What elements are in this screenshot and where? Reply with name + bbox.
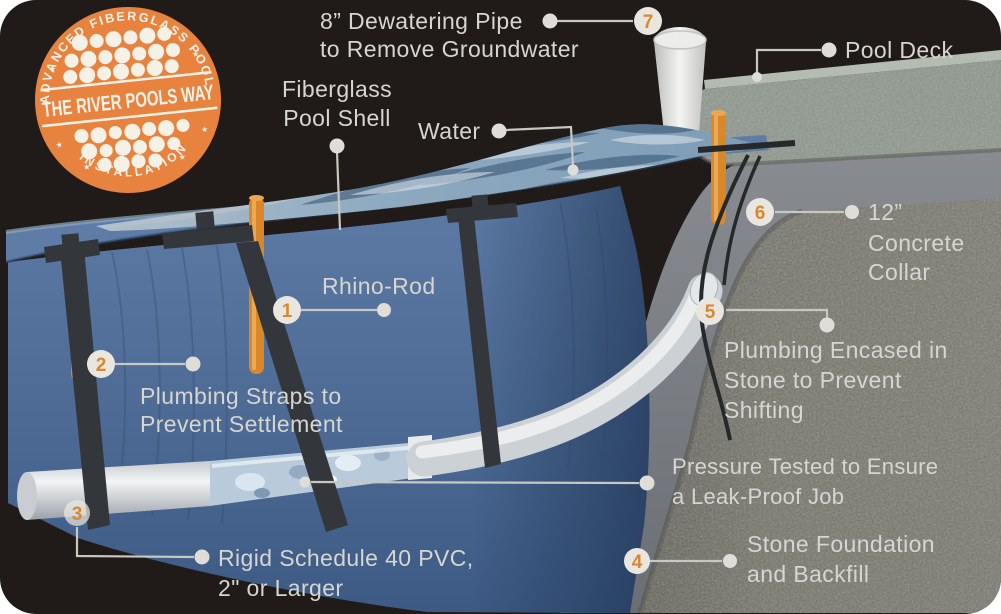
callout-stone-line1: Stone Foundation [747,531,935,557]
callout-collar-line2: Concrete [868,230,965,256]
callout-stone-line2: and Backfill [747,561,869,587]
plumbing-strap-1 [44,233,110,530]
badge-star-icon: ★ [48,64,56,74]
callout-pvc-line2: 2" or Larger [218,575,343,601]
callout-2-badge [87,350,115,378]
callout-6-number: 6 [755,203,766,224]
callout-pool-deck-text: Pool Deck [845,37,954,63]
callout-7-badge [634,7,662,35]
callout-pool-deck: Pool Deck [752,37,954,82]
callout-collar-line3: Collar [868,259,930,285]
badge-star-icon: ★ [192,49,200,59]
callout-straps: 2 Plumbing Straps to Prevent Settlement [87,350,343,437]
callout-encased: 5 Plumbing Encased in Stone to Prevent S… [696,297,948,423]
callout-rhino-rod: Rhino-Rod 1 [273,273,436,324]
badge-star-icon: ★ [83,162,91,172]
callout-water: Water [418,118,579,176]
callout-4-badge [624,548,650,574]
badge-pebbles-bottom [74,118,190,173]
badge-star-icon: ★ [55,140,63,150]
callout-7-number: 7 [643,12,654,33]
callout-3-badge [64,500,90,526]
callout-1-badge [273,296,301,324]
callout-dewatering: 8” Dewatering Pipe to Remove Groundwater… [320,7,662,62]
callout-2-number: 2 [96,355,107,376]
callout-6-badge [746,198,774,226]
callout-water-text: Water [418,118,481,144]
callout-dewatering-line1: 8” Dewatering Pipe [320,8,523,34]
callout-fiberglass-line1: Fiberglass [282,76,392,102]
callout-4-number: 4 [632,552,643,573]
callout-straps-line2: Prevent Settlement [140,411,343,437]
badge-pebbles-top [63,26,181,84]
callout-encased-line1: Plumbing Encased in [724,337,948,363]
callout-pvc-line1: Rigid Schedule 40 PVC, [218,545,474,571]
callout-pvc: 3 Rigid Schedule 40 PVC, 2" or Larger [64,500,474,601]
badge-star-icon: ★ [200,125,208,135]
callout-stone: 4 Stone Foundation and Backfill [624,531,935,587]
callout-pressure-line1: Pressure Tested to Ensure [672,454,938,479]
badge-star-icon: ★ [178,152,186,162]
callout-fiberglass-line2: Pool Shell [283,105,391,131]
callout-collar-line1: 12” [868,199,902,225]
callout-3-number: 3 [72,504,83,525]
stone-foundation [637,198,1001,614]
callout-encased-line2: Stone to Prevent [724,367,902,393]
callout-pressure-line2: a Leak-Proof Job [672,484,844,509]
anchor-wires [697,140,796,441]
callout-1-number: 1 [282,301,293,322]
plumbing-strap-2 [162,211,348,532]
callout-collar: 6 12” Concrete Collar [746,198,965,285]
callout-dewatering-line2: to Remove Groundwater [320,36,579,62]
callout-pressure: Pressure Tested to Ensure a Leak-Proof J… [299,454,938,509]
callout-straps-line1: Plumbing Straps to [140,383,342,409]
callout-5-badge [696,297,724,325]
callout-encased-line3: Shifting [724,397,804,423]
callout-5-number: 5 [705,302,716,323]
callout-fiberglass: Fiberglass Pool Shell [282,76,392,231]
callout-rhino-rod-text: Rhino-Rod [322,273,436,299]
plumbing-strap-3 [446,194,518,468]
rhino-rod-2 [711,110,726,225]
